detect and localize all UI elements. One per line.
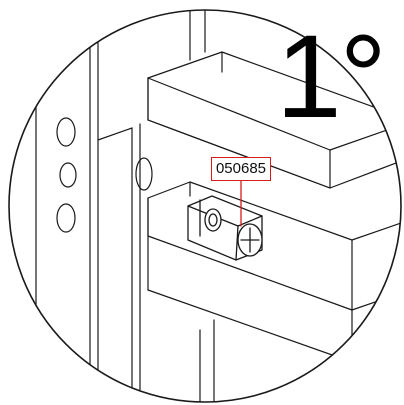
pin-hole [56,117,76,147]
part-code-label: 050685 [211,157,271,181]
cam-hole [135,157,153,191]
pin-hole [56,203,76,233]
step-number: 1° [276,11,387,143]
cam-lock-fitting-icon [187,195,263,261]
lower-rail [147,181,401,363]
pin-hole [59,162,77,188]
